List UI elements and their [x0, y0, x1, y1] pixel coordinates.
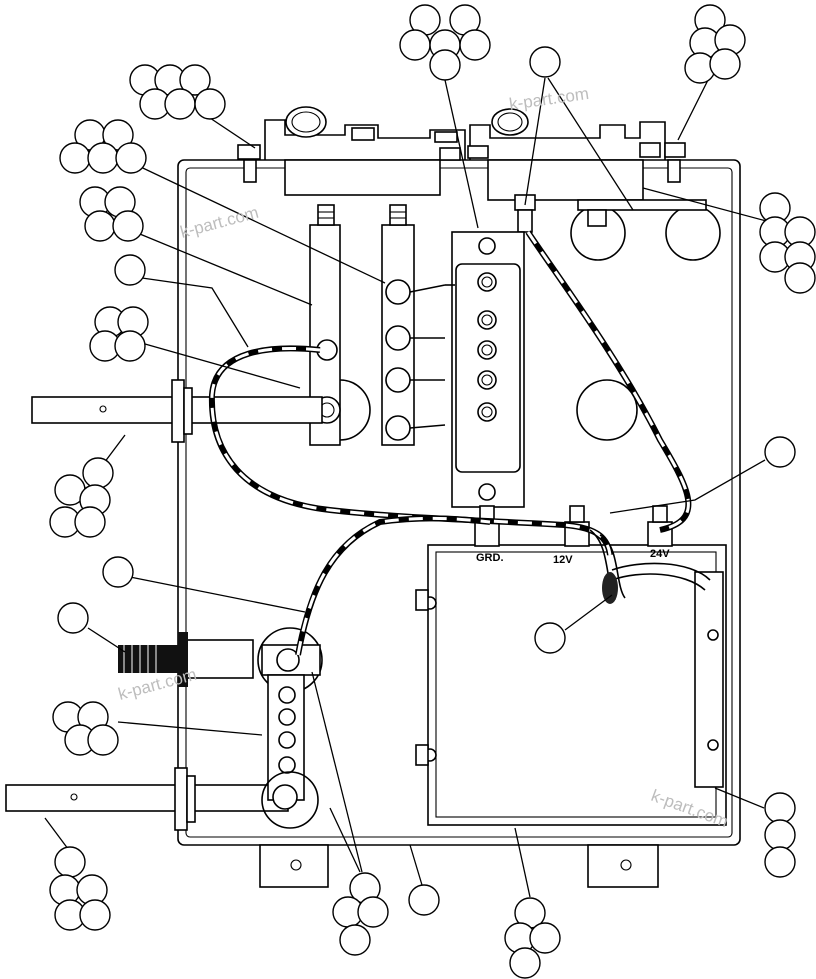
callout-bubble: [54, 846, 86, 878]
callout-bubble: [59, 142, 91, 174]
callout-cluster-c17: [49, 846, 111, 931]
callout-bubble: [459, 29, 491, 61]
label-ground: GRD.: [476, 552, 504, 564]
leader-line: [609, 459, 766, 514]
callout-cluster-c10: [764, 436, 796, 468]
leader-line: [144, 343, 301, 389]
leader-lines: [44, 77, 771, 898]
watermark-text: k-part.com: [508, 84, 590, 114]
callout-bubble: [764, 846, 796, 878]
callout-cluster-c11: [49, 457, 114, 538]
leader-line: [514, 827, 531, 898]
callout-bubble: [429, 49, 461, 81]
callout-bubble: [408, 884, 440, 916]
callout-bubbles: [49, 4, 816, 979]
power-unit: [415, 505, 727, 826]
terminal-block: [451, 231, 525, 508]
callout-cluster-c15: [52, 701, 119, 756]
callout-bubble: [79, 899, 111, 931]
cable-entry: [118, 632, 254, 687]
callout-bubble: [509, 947, 541, 979]
leader-line: [547, 77, 634, 211]
callout-cluster-c2: [684, 4, 746, 84]
leader-line: [524, 77, 546, 206]
callout-bubble: [399, 29, 431, 61]
callout-bubble: [764, 792, 796, 824]
callout-bubble: [57, 602, 89, 634]
callout-cluster-c8: [89, 306, 149, 362]
bus-bar-lower: [257, 627, 323, 829]
callout-cluster-c9: [759, 192, 816, 294]
callout-cluster-c18: [332, 872, 389, 956]
callout-cluster-c19: [408, 884, 440, 916]
callout-cluster-c3: [129, 64, 226, 120]
callout-bubble: [764, 819, 796, 851]
wires: [208, 230, 711, 656]
callout-bubble: [102, 556, 134, 588]
leader-line: [209, 117, 256, 149]
callout-bubble: [534, 622, 566, 654]
label-12v: 12V: [553, 554, 573, 566]
leader-line: [714, 787, 765, 809]
callout-bubble: [84, 210, 116, 242]
callout-bubble: [112, 210, 144, 242]
lower-handle: [5, 767, 289, 831]
callout-bubble: [82, 457, 114, 489]
top-right-bracket: [514, 194, 707, 233]
callout-bubble: [74, 506, 106, 538]
leader-line: [311, 671, 363, 873]
callout-cluster-c12: [102, 556, 134, 588]
callout-bubble: [114, 254, 146, 286]
leader-line: [444, 79, 479, 229]
callout-bubble: [194, 88, 226, 120]
callout-bubble: [709, 48, 741, 80]
watermark-text: k-part.com: [178, 203, 260, 242]
callout-bubble: [179, 64, 211, 96]
leader-line: [409, 844, 423, 886]
leader-line: [564, 594, 613, 631]
callout-bubble: [764, 436, 796, 468]
top-lid-assembly: [237, 106, 686, 201]
leader-line: [141, 277, 249, 348]
callout-cluster-c14: [534, 622, 566, 654]
callout-cluster-c1: [399, 4, 491, 81]
leader-line: [87, 627, 126, 653]
callout-cluster-c20: [504, 897, 561, 979]
callout-cluster-c7: [114, 254, 146, 286]
leader-line: [134, 231, 313, 306]
callout-bubble: [529, 922, 561, 954]
callout-bubble: [87, 142, 119, 174]
upper-handle: [31, 379, 323, 443]
callout-bubble: [339, 924, 371, 956]
leader-line: [117, 721, 263, 736]
leader-line: [129, 576, 306, 613]
callout-bubble: [164, 88, 196, 120]
callout-bubble: [114, 330, 146, 362]
bus-bar-middle: [381, 204, 446, 446]
callout-cluster-c4: [529, 46, 561, 78]
callout-bubble: [529, 46, 561, 78]
callout-cluster-c5: [59, 119, 147, 174]
callout-cluster-c13: [57, 602, 89, 634]
label-24v: 24V: [650, 548, 670, 560]
mounting-feet: [259, 844, 659, 888]
leader-line: [677, 79, 709, 141]
leader-line: [329, 807, 361, 873]
callout-cluster-c6: [79, 186, 144, 242]
callout-cluster-c16: [764, 792, 796, 878]
callout-bubble: [784, 262, 816, 294]
leader-line: [125, 159, 386, 284]
leader-line: [642, 187, 771, 223]
callout-bubble: [115, 142, 147, 174]
callout-bubble: [357, 896, 389, 928]
callout-bubble: [87, 724, 119, 756]
